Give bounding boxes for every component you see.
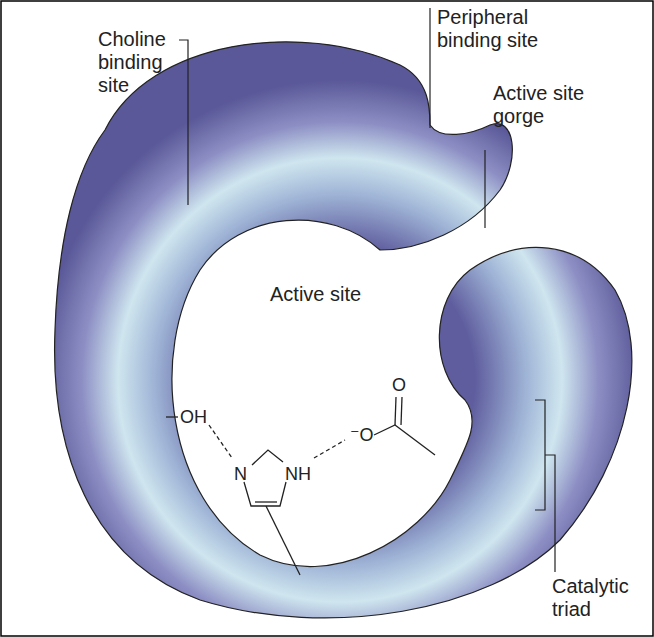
site-label: Active site gorge: [493, 82, 593, 128]
region-label: Active site: [270, 283, 410, 306]
enzyme-outline: [55, 42, 632, 618]
triad-label: Catalytic triad: [552, 575, 647, 621]
atom-label: OH: [180, 407, 207, 427]
atom-label: ⁻O: [350, 425, 374, 445]
site-label: Peripheral binding site: [437, 6, 557, 52]
atom-label: NH: [285, 464, 311, 484]
catalytic-triad-structure: [166, 397, 435, 575]
atom-label: N: [234, 464, 247, 484]
site-label: Choline binding site: [98, 28, 180, 97]
atom-label: O: [392, 375, 406, 395]
